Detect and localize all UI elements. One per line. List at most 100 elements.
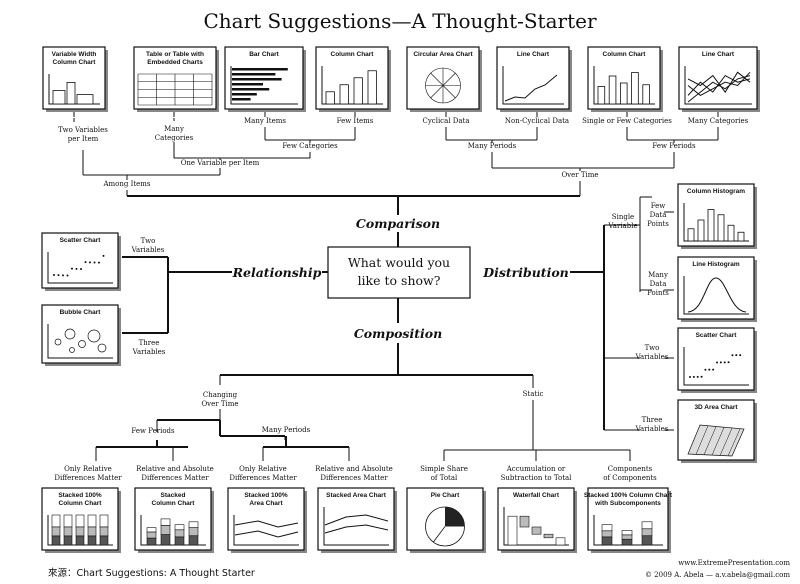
mini-stack xyxy=(63,514,73,528)
label-relative-absolute-2: Relative and Absolute xyxy=(315,465,393,473)
mini-axes xyxy=(684,66,752,105)
card-stacked-area: Stacked Area Chart xyxy=(317,487,397,553)
card-title: Column Chart xyxy=(59,500,103,507)
mini-axes xyxy=(593,515,663,546)
mini-stack xyxy=(87,526,97,537)
card-waterfall-chart: Waterfall Chart xyxy=(497,487,577,553)
mini-spoke xyxy=(442,85,456,99)
mini-point xyxy=(89,261,91,264)
mini-stack xyxy=(174,529,185,538)
mini-stack xyxy=(188,527,199,537)
mini-bar xyxy=(353,77,363,105)
card-frame xyxy=(677,327,755,391)
mini-stack xyxy=(641,528,653,537)
label-relative-absolute-1: Relative and Absolute xyxy=(136,465,214,473)
mini-circle xyxy=(425,67,461,104)
mini-line xyxy=(324,514,389,526)
card-frame xyxy=(678,46,758,110)
mini-point xyxy=(696,375,699,378)
card-title: Column Chart xyxy=(152,500,196,507)
card-bubble-chart: Bubble Chart xyxy=(41,304,121,366)
mini-hbar xyxy=(232,73,276,76)
mini-stack xyxy=(146,531,157,539)
mini-waterfall-bar xyxy=(507,515,518,546)
card-stacked-100-column: Stacked 100%Column Chart xyxy=(41,487,121,553)
label-few-periods-comp: Few Periods xyxy=(131,427,175,435)
mini-point xyxy=(708,368,711,371)
card-scatter-relationship: Scatter Chart xyxy=(41,232,121,291)
label-static: Static xyxy=(523,390,544,398)
question-line-1: What would you xyxy=(348,255,450,270)
mini-mesh xyxy=(703,426,717,455)
label-few-data-points: Few xyxy=(651,202,666,210)
mini-spoke xyxy=(442,72,456,86)
mini-bubble xyxy=(78,340,86,348)
label-single-variable: Variable xyxy=(607,222,637,230)
mini-stack xyxy=(51,535,61,546)
mini-bubble xyxy=(87,329,101,343)
card-title: Stacked 100% xyxy=(244,492,288,499)
card-title: Column Chart xyxy=(53,59,97,66)
mini-bar xyxy=(597,86,606,105)
mini-waterfall-bar xyxy=(543,533,554,539)
footer-site: www.ExtremePresentation.com xyxy=(678,559,790,567)
mini-stack xyxy=(160,518,171,526)
card-frame xyxy=(496,46,570,110)
label-many-categories-top: Many Categories xyxy=(688,117,749,125)
label-two-variables-rel: Two xyxy=(141,237,156,245)
label-relative-absolute-2: Differences Matter xyxy=(320,474,388,482)
mini-stack xyxy=(188,521,199,528)
card-title: Scatter Chart xyxy=(696,332,738,339)
label-many-categories: Categories xyxy=(155,134,194,142)
mini-point xyxy=(731,354,734,357)
card-title: Stacked Area Chart xyxy=(326,492,387,499)
card-frame xyxy=(677,256,755,320)
label-few-data-points: Points xyxy=(647,220,669,228)
mini-bar xyxy=(339,84,349,105)
card-frame xyxy=(227,487,305,551)
branch-distribution: Distribution xyxy=(482,265,569,280)
mini-stack xyxy=(160,534,171,546)
mini-point xyxy=(53,274,55,276)
footer-copyright: © 2009 A. Abela — a.v.abela@gmail.com xyxy=(645,571,790,579)
mini-spoke xyxy=(430,85,444,99)
mini-bar xyxy=(707,209,715,242)
card-title: Waterfall Chart xyxy=(513,492,560,499)
card-title: Pie Chart xyxy=(431,492,460,499)
mini-bar xyxy=(642,84,650,105)
mini-stack xyxy=(601,536,613,546)
mini-axes xyxy=(47,324,113,359)
mini-point xyxy=(735,354,738,357)
mini-line xyxy=(687,71,751,93)
mini-stack xyxy=(99,514,109,528)
mini-line xyxy=(234,520,299,528)
mini-axes xyxy=(502,66,564,105)
mini-stack xyxy=(601,530,613,538)
mini-bar xyxy=(631,72,639,105)
mini-bar xyxy=(76,94,94,105)
card-title: Table or Table with xyxy=(146,51,204,58)
card-stacked-100-area: Stacked 100%Area Chart xyxy=(227,487,307,553)
mini-line xyxy=(504,74,558,102)
mini-pie-slice xyxy=(445,507,465,527)
mini-point xyxy=(739,354,742,357)
card-title: Column Chart xyxy=(603,51,647,58)
mini-bar xyxy=(367,70,377,105)
label-few-items: Few Items xyxy=(337,117,374,125)
label-components: of Components xyxy=(603,474,657,482)
mini-stack xyxy=(621,534,633,540)
card-title: Variable Width xyxy=(52,51,97,58)
branch-relationship: Relationship xyxy=(232,265,322,280)
mini-bubble xyxy=(64,328,76,340)
mini-stack xyxy=(188,535,199,546)
mini-stack xyxy=(87,514,97,528)
label-accumulation: Accumulation or xyxy=(506,465,566,473)
mini-bar xyxy=(697,219,705,242)
label-only-relative-2: Only Relative xyxy=(239,465,287,473)
mini-bar xyxy=(727,224,735,242)
card-circular-area: Circular Area Chart xyxy=(406,46,482,112)
label-many-data-points: Points xyxy=(647,289,669,297)
